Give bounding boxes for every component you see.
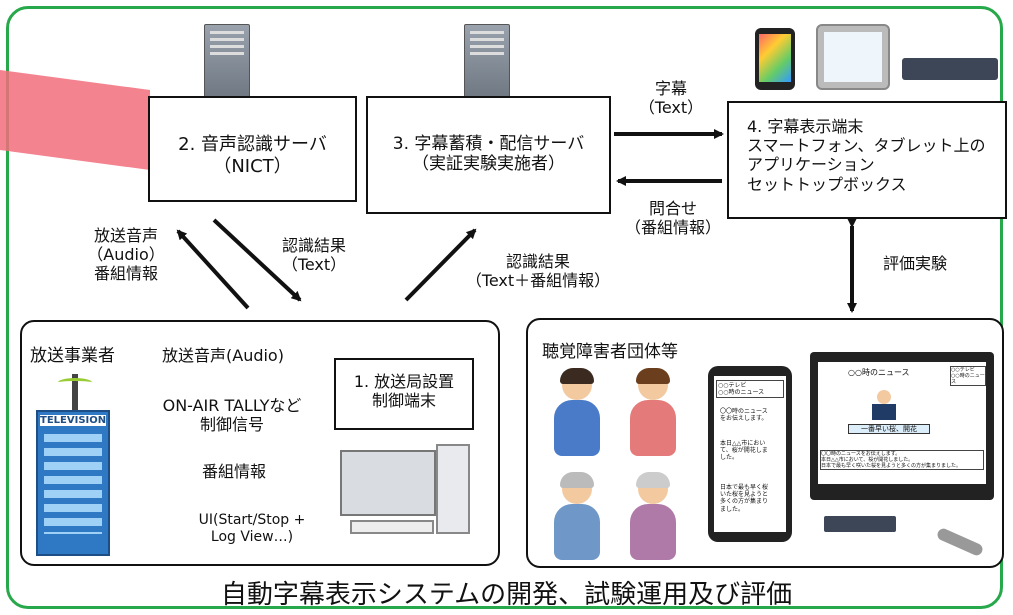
diagram-frame	[6, 6, 1003, 609]
television-station-building: TELEVISION	[36, 410, 110, 556]
desktop-computer-icon	[340, 444, 470, 544]
hearing-group-label: 聴覚障害者団体等	[542, 342, 678, 362]
arrow-result-down	[212, 218, 302, 302]
inquiry-arrow-label: 問合せ （番組情報）	[624, 199, 721, 238]
footer-title: 自動字幕表示システムの開発、試験運用及び評価	[220, 580, 793, 610]
person-icon	[628, 472, 676, 562]
caption-arrow-label: 字幕 （Text）	[638, 79, 704, 118]
phone-para1: 〇〇時のニュース をお伝えします。	[720, 408, 768, 423]
person-icon	[552, 368, 600, 458]
result-text-label: 認識結果 （Text）	[281, 236, 347, 275]
arrow-audio-up	[176, 229, 250, 310]
ui-label: UI(Start/Stop + Log View…)	[198, 512, 306, 545]
evaluation-label: 評価実験	[882, 254, 947, 273]
smartphone-icon	[755, 28, 795, 90]
server-icon	[464, 24, 510, 106]
control-terminal-box: 1. 放送局設置 制御端末	[334, 358, 474, 430]
tv-banner: 一番早い桜、開花	[848, 424, 930, 435]
hearing-impaired-group-box: 聴覚障害者団体等 ○○テレビ ○○時のニュース 〇〇時のニュース をお伝えします…	[526, 318, 1004, 568]
person-icon	[628, 368, 676, 458]
broadcaster-label: 放送事業者	[30, 346, 115, 366]
person-icon	[552, 472, 600, 562]
server-icon	[204, 24, 250, 106]
tv-sign: TELEVISION	[40, 415, 107, 426]
phone-para3: 日本で最も早く桜 いた桜を見ようと 多くの方が集まり ました。	[720, 484, 769, 513]
broadcaster-box: 放送事業者 TELEVISION 放送音声(Audio) ON-AIR TALL…	[20, 320, 500, 566]
speech-recognition-server-box: 2. 音声認識サーバ （NICT）	[148, 96, 357, 202]
control-terminal-label: 1. 放送局設置 制御端末	[353, 372, 455, 411]
newscaster-icon	[872, 390, 896, 420]
signal-beam	[0, 70, 150, 170]
program-info-label: 番組情報	[202, 462, 267, 481]
speech-server-label: 2. 音声認識サーバ （NICT）	[178, 134, 327, 177]
tablet-icon	[816, 24, 890, 90]
broadcast-audio-label: 放送音声(Audio)	[162, 346, 284, 365]
arrow-result-up	[404, 228, 477, 302]
phone-header: ○○テレビ ○○時のニュース	[716, 380, 784, 399]
remote-control-icon	[935, 526, 985, 558]
phone-para2: 本日△△市におい て、桜が開花しま した。	[720, 440, 768, 462]
audio-arrow-label: 放送音声 （Audio） 番組情報	[87, 226, 165, 284]
tv-subtitle: 〇〇時のニュースをお伝えします。 本日△△市において、桜が開花しました。 日本で…	[820, 450, 984, 470]
display-terminal-label: 4. 字幕表示端末 スマートフォン、タブレット上の アプリケーション セットトッ…	[747, 117, 986, 194]
tv-channel: ○○テレビ ○○時のニュース	[950, 366, 986, 386]
settop-box-icon	[824, 516, 896, 532]
result-text-program-label: 認識結果 （Text＋番組情報）	[465, 252, 611, 291]
display-terminal-box: 4. 字幕表示端末 スマートフォン、タブレット上の アプリケーション セットトッ…	[727, 101, 1007, 219]
control-signal-label: ON-AIR TALLYなど 制御信号	[162, 396, 302, 435]
phone-mockup: ○○テレビ ○○時のニュース 〇〇時のニュース をお伝えします。 本日△△市にお…	[708, 366, 792, 542]
settop-box-icon	[902, 58, 998, 80]
caption-server-box: 3. 字幕蓄積・配信サーバ （実証実験実施者）	[366, 96, 611, 214]
antenna-icon	[50, 374, 100, 410]
caption-server-label: 3. 字幕蓄積・配信サーバ （実証実験実施者）	[392, 134, 585, 175]
tv-title: ○○時のニュース	[848, 368, 910, 377]
tv-mockup: ○○時のニュース ○○テレビ ○○時のニュース 一番早い桜、開花 〇〇時のニュー…	[810, 352, 994, 500]
